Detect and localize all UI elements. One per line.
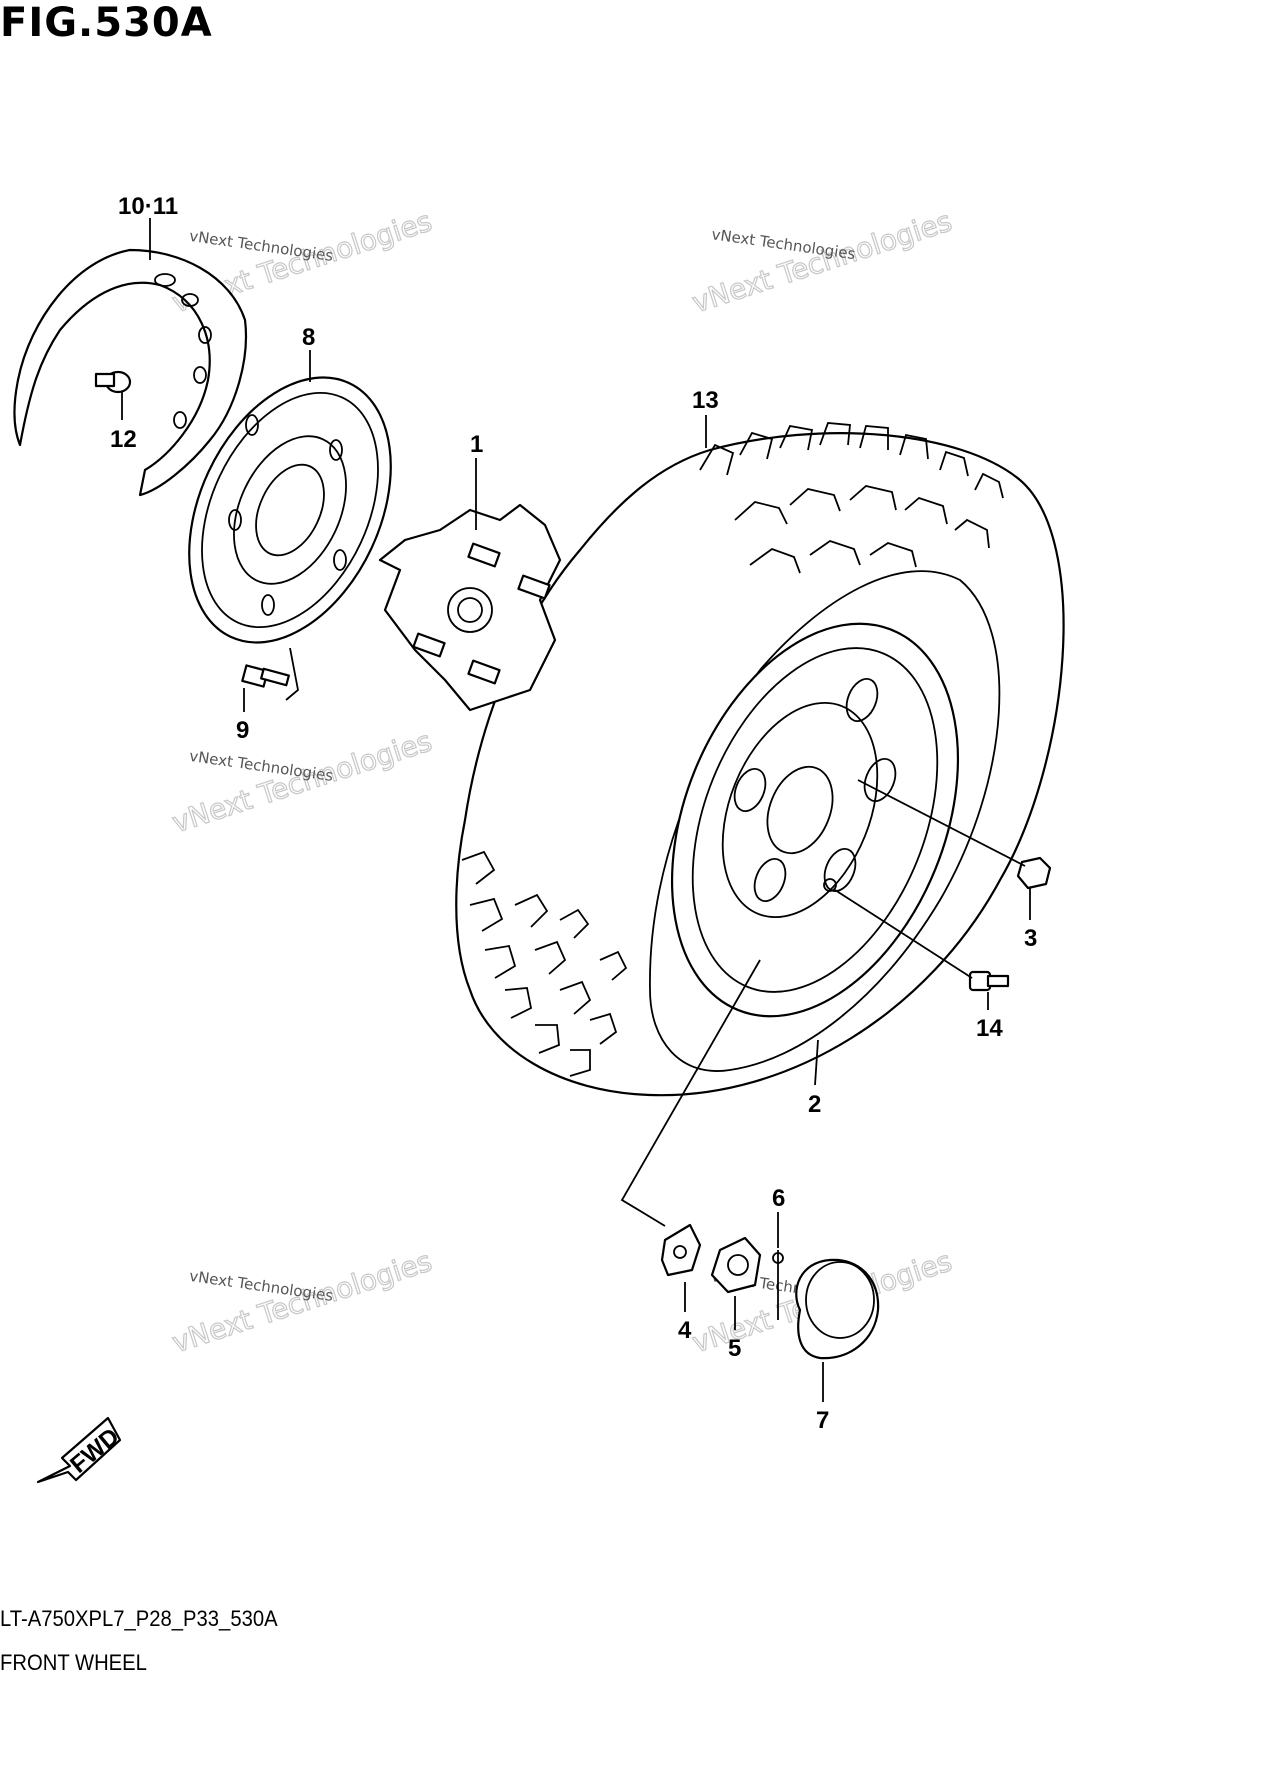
callout-13: 13 <box>692 387 719 414</box>
svg-text:vNext Technologies: vNext Technologies <box>168 1244 436 1359</box>
callout-10-11: 10·11 <box>118 193 178 220</box>
callout-9: 9 <box>236 717 249 744</box>
leader-lines <box>121 218 1031 1402</box>
callout-8: 8 <box>302 324 315 351</box>
callouts: 10·11 12 8 9 1 13 3 14 2 6 4 5 7 <box>110 193 1037 1434</box>
svg-text:vNext Technologies: vNext Technologies <box>168 724 436 839</box>
model-code: LT-A750XPL7_P28_P33_530A <box>0 1606 278 1631</box>
bolt-12-part <box>94 370 132 394</box>
hub-part <box>378 503 562 712</box>
washer-4-part <box>660 1223 702 1277</box>
valve-14-part <box>968 970 1010 992</box>
cotter-pin-6-part <box>772 1250 784 1320</box>
section-name: FRONT WHEEL <box>0 1650 147 1675</box>
hub-cap-7-part <box>795 1258 880 1360</box>
tread-top <box>699 422 1004 574</box>
castle-nut-5-part <box>710 1236 762 1294</box>
callout-14: 14 <box>976 1015 1003 1042</box>
watermark-top-right: vNext Technologies vNext Technologies <box>688 204 957 320</box>
callout-4: 4 <box>678 1317 692 1344</box>
callout-3: 3 <box>1024 925 1037 952</box>
callout-2: 2 <box>808 1091 821 1118</box>
callout-1: 1 <box>470 431 483 458</box>
brake-shield-part <box>13 248 247 497</box>
bolt-9-part <box>241 664 290 688</box>
nut-3-part <box>1016 856 1052 890</box>
wheel-rim-part <box>670 622 960 1018</box>
callout-6: 6 <box>772 1185 785 1212</box>
callout-7: 7 <box>816 1407 829 1434</box>
callout-12: 12 <box>110 426 137 453</box>
watermark-bottom-left: vNext Technologies vNext Technologies <box>168 1244 437 1360</box>
watermark-mid-left: vNext Technologies vNext Technologies <box>168 724 437 840</box>
svg-text:vNext Technologies: vNext Technologies <box>688 204 956 319</box>
tread-bottom <box>461 850 628 1077</box>
forward-direction-arrow: FWD <box>36 1416 124 1484</box>
hub-studs <box>412 542 551 685</box>
callout-5: 5 <box>728 1335 741 1362</box>
figure-title: FIG.530A <box>0 0 213 46</box>
brake-disc-part <box>188 376 392 644</box>
